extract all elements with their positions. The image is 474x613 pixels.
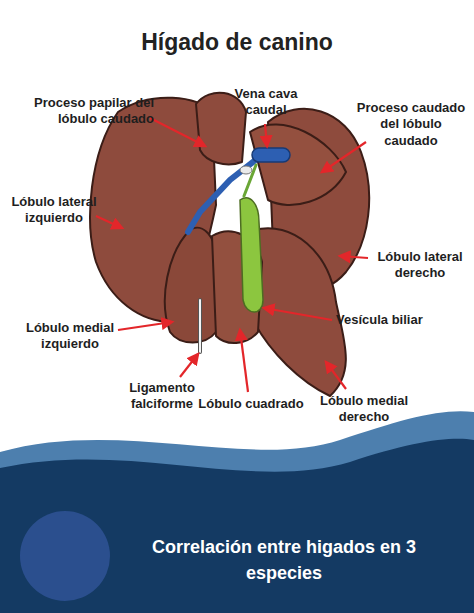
part-label: Proceso caudado del lóbulo caudado xyxy=(352,100,470,149)
leader-line xyxy=(265,124,267,146)
leader-line xyxy=(118,322,172,330)
falciform-ligament xyxy=(198,300,202,352)
part-label: Lóbulo lateral izquierdo xyxy=(8,194,100,227)
part-label: Lóbulo medial derecho xyxy=(312,393,416,426)
vessel-detail xyxy=(240,166,252,174)
leader-line xyxy=(96,216,122,228)
part-label: Proceso papilar del lóbulo caudado xyxy=(16,95,154,128)
leader-line xyxy=(322,142,366,172)
leader-line xyxy=(180,354,198,377)
gallbladder xyxy=(240,198,263,312)
decor-circle xyxy=(20,511,110,601)
leader-line xyxy=(150,118,205,146)
falciform-ligament-fill xyxy=(199,300,201,352)
right-medial-lobe xyxy=(254,228,346,396)
wave-light xyxy=(0,411,474,613)
left-medial-lobe xyxy=(165,228,217,343)
leader-line xyxy=(240,330,248,392)
diagram-title: Hígado de canino xyxy=(40,28,434,57)
papillary-process xyxy=(196,93,246,165)
leader-line xyxy=(340,256,368,258)
wave-dark xyxy=(0,439,474,613)
part-label: Lóbulo cuadrado xyxy=(196,396,306,412)
part-label: Lóbulo lateral derecho xyxy=(370,249,470,282)
part-label: Ligamento falciforme xyxy=(112,380,212,413)
leader-line xyxy=(264,308,332,320)
caption: Correlación entre higados en 3 especies xyxy=(148,534,420,586)
vena-cava xyxy=(252,148,290,162)
part-label: Lóbulo medial izquierdo xyxy=(18,320,122,353)
leader-line xyxy=(326,362,346,389)
part-label: Vesícula biliar xyxy=(336,312,456,328)
part-label: Vena cava caudal xyxy=(222,86,310,119)
portal-vessels xyxy=(188,158,258,232)
